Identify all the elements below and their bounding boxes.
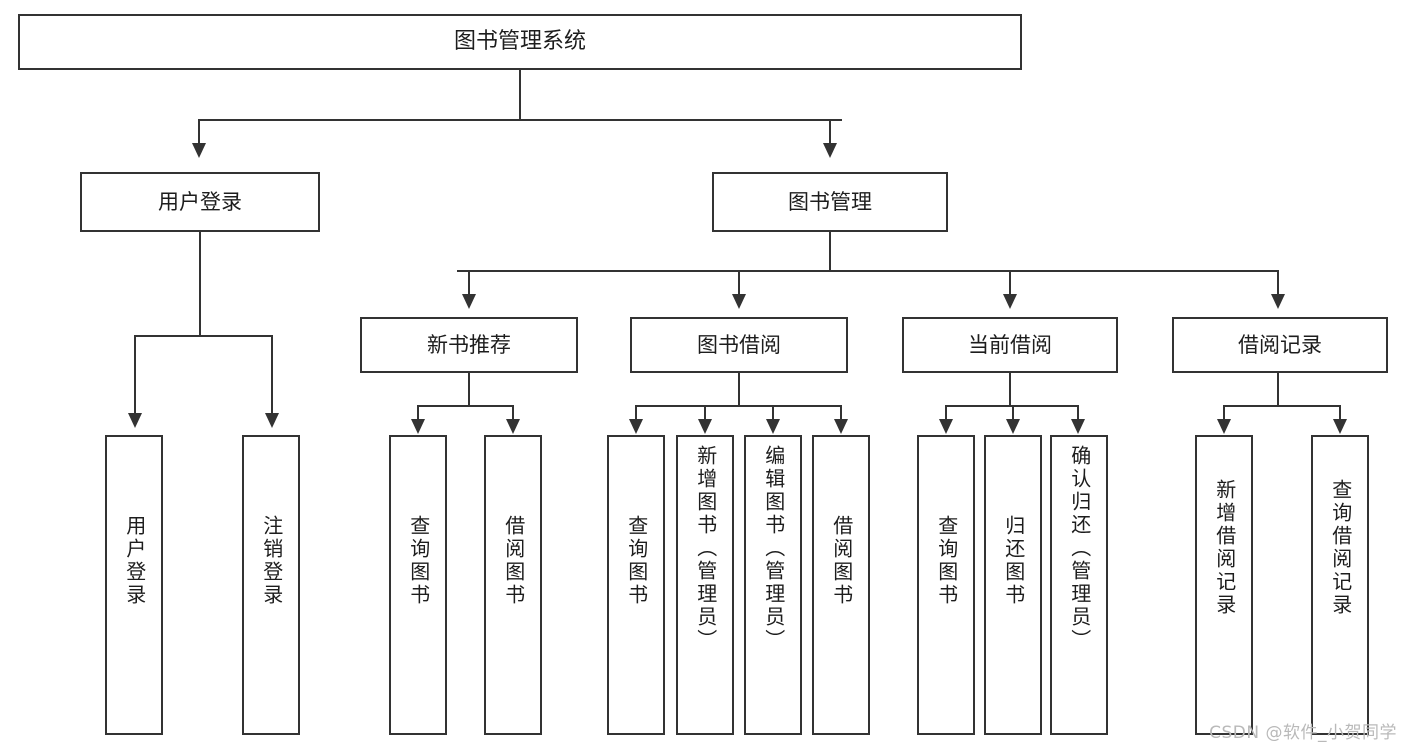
node-label: 注销登录 xyxy=(259,515,284,607)
arrowhead-cb-3 xyxy=(1071,419,1085,434)
arrowhead-to-user-login xyxy=(192,143,206,158)
connector-root-bus xyxy=(198,119,842,121)
connector-br-stem xyxy=(1277,373,1279,406)
connector-cb-stem xyxy=(1009,373,1011,406)
leaf-return-book[interactable]: 归还图书 xyxy=(984,435,1042,735)
node-label: 新书推荐 xyxy=(427,332,511,357)
connector-br-bus xyxy=(1223,405,1341,407)
connector-bm-drop-4 xyxy=(1277,270,1279,296)
node-label: 编辑图书（管理员） xyxy=(761,445,786,652)
arrowhead-cb-1 xyxy=(939,419,953,434)
connector-cb-drop-1 xyxy=(945,405,947,421)
connector-nbr-drop-2 xyxy=(512,405,514,421)
node-label: 借阅记录 xyxy=(1238,332,1322,357)
arrowhead-bb-1 xyxy=(629,419,643,434)
node-label: 当前借阅 xyxy=(968,332,1052,357)
connector-user-login-drop-2 xyxy=(271,335,273,415)
leaf-borrow-book-recommend[interactable]: 借阅图书 xyxy=(484,435,542,735)
arrowhead-bb-3 xyxy=(766,419,780,434)
node-label: 确认归还（管理员） xyxy=(1067,445,1092,652)
connector-root-stem xyxy=(519,70,521,120)
arrowhead-nbr-1 xyxy=(411,419,425,434)
connector-book-management-bus xyxy=(457,270,1279,272)
node-label: 新增图书（管理员） xyxy=(693,445,718,652)
watermark-text: CSDN @软件_小贺同学 xyxy=(1209,723,1397,743)
leaf-query-book-recommend[interactable]: 查询图书 xyxy=(389,435,447,735)
arrowhead-to-leaf-logout xyxy=(265,413,279,428)
arrowhead-br-2 xyxy=(1333,419,1347,434)
arrowhead-to-current-borrow xyxy=(1003,294,1017,309)
node-label: 查询图书 xyxy=(406,515,431,607)
connector-nbr-bus xyxy=(417,405,514,407)
connector-br-drop-2 xyxy=(1339,405,1341,421)
connector-bm-drop-1 xyxy=(468,270,470,296)
connector-bb-drop-4 xyxy=(840,405,842,421)
node-borrow-record[interactable]: 借阅记录 xyxy=(1172,317,1388,373)
connector-user-login-bus xyxy=(134,335,272,337)
connector-user-login-drop-1 xyxy=(134,335,136,415)
leaf-confirm-return-admin[interactable]: 确认归还（管理员） xyxy=(1050,435,1108,735)
node-label: 查询借阅记录 xyxy=(1328,479,1353,617)
leaf-logout[interactable]: 注销登录 xyxy=(242,435,300,735)
connector-cb-drop-3 xyxy=(1077,405,1079,421)
connector-bb-drop-1 xyxy=(635,405,637,421)
leaf-query-borrow-record[interactable]: 查询借阅记录 xyxy=(1311,435,1369,735)
node-label: 图书管理 xyxy=(788,189,872,214)
node-label: 图书管理系统 xyxy=(453,29,586,55)
node-label: 借阅图书 xyxy=(829,515,854,607)
node-book-borrow[interactable]: 图书借阅 xyxy=(630,317,848,373)
node-book-management[interactable]: 图书管理 xyxy=(712,172,948,232)
node-label: 归还图书 xyxy=(1001,515,1026,607)
node-label: 用户登录 xyxy=(158,189,242,214)
arrowhead-br-1 xyxy=(1217,419,1231,434)
connector-bm-drop-3 xyxy=(1009,270,1011,296)
node-new-book-recommend[interactable]: 新书推荐 xyxy=(360,317,578,373)
connector-bb-drop-2 xyxy=(704,405,706,421)
arrowhead-cb-2 xyxy=(1006,419,1020,434)
node-label: 查询图书 xyxy=(624,515,649,607)
node-label: 借阅图书 xyxy=(501,515,526,607)
node-label: 新增借阅记录 xyxy=(1212,479,1237,617)
connector-bb-drop-3 xyxy=(772,405,774,421)
arrowhead-bb-4 xyxy=(834,419,848,434)
connector-book-management-stem xyxy=(829,232,831,271)
leaf-add-borrow-record[interactable]: 新增借阅记录 xyxy=(1195,435,1253,735)
node-current-borrow[interactable]: 当前借阅 xyxy=(902,317,1118,373)
arrowhead-to-leaf-user-login xyxy=(128,413,142,428)
connector-bb-bus xyxy=(635,405,842,407)
leaf-add-book-admin[interactable]: 新增图书（管理员） xyxy=(676,435,734,735)
connector-user-login-stem xyxy=(199,232,201,336)
leaf-query-book-current[interactable]: 查询图书 xyxy=(917,435,975,735)
arrowhead-to-new-book-recommend xyxy=(462,294,476,309)
connector-root-drop-1 xyxy=(198,119,200,145)
connector-bm-drop-2 xyxy=(738,270,740,296)
connector-nbr-drop-1 xyxy=(417,405,419,421)
arrowhead-to-book-management xyxy=(823,143,837,158)
connector-nbr-stem xyxy=(468,373,470,406)
connector-br-drop-1 xyxy=(1223,405,1225,421)
connector-root-drop-2 xyxy=(829,119,831,145)
arrowhead-to-borrow-record xyxy=(1271,294,1285,309)
leaf-query-book-borrow[interactable]: 查询图书 xyxy=(607,435,665,735)
node-label: 用户登录 xyxy=(122,515,147,607)
node-user-login[interactable]: 用户登录 xyxy=(80,172,320,232)
arrowhead-bb-2 xyxy=(698,419,712,434)
node-root-book-management-system[interactable]: 图书管理系统 xyxy=(18,14,1022,70)
leaf-borrow-book[interactable]: 借阅图书 xyxy=(812,435,870,735)
node-label: 图书借阅 xyxy=(697,332,781,357)
connector-bb-stem xyxy=(738,373,740,406)
leaf-user-login[interactable]: 用户登录 xyxy=(105,435,163,735)
leaf-edit-book-admin[interactable]: 编辑图书（管理员） xyxy=(744,435,802,735)
arrowhead-nbr-2 xyxy=(506,419,520,434)
node-label: 查询图书 xyxy=(934,515,959,607)
connector-cb-drop-2 xyxy=(1012,405,1014,421)
arrowhead-to-book-borrow xyxy=(732,294,746,309)
